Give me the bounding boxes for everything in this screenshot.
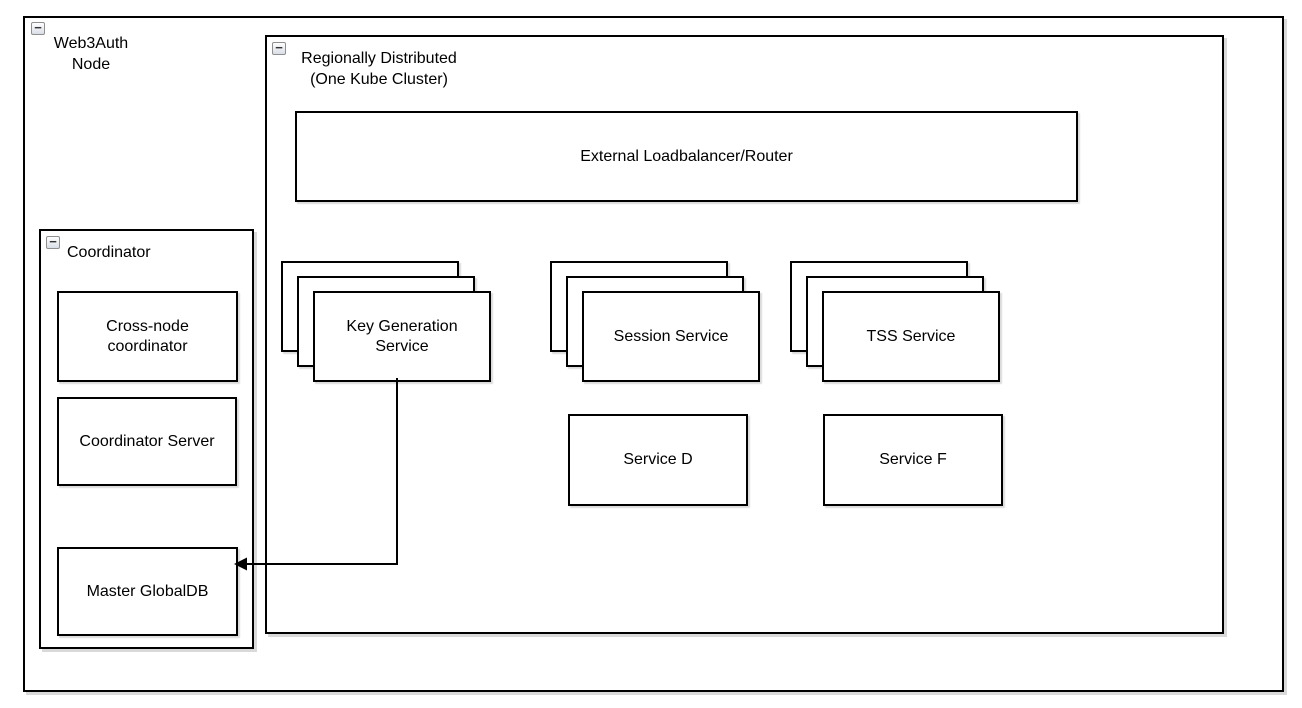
arrowhead-icon xyxy=(234,557,247,571)
container-regionally-distributed[interactable]: − Regionally Distributed (One Kube Clust… xyxy=(265,35,1224,634)
container-label-region: Regionally Distributed (One Kube Cluster… xyxy=(301,50,457,88)
node-master-globaldb[interactable]: Master GlobalDB xyxy=(57,547,238,636)
node-label: Master GlobalDB xyxy=(86,582,209,600)
container-label-coordinator: Coordinator xyxy=(67,244,151,261)
keygen-to-masterdb-arrow[interactable] xyxy=(225,372,405,572)
node-label: Service F xyxy=(879,451,947,468)
node-service-f[interactable]: Service F xyxy=(823,414,1003,506)
node-cross-node-coordinator[interactable]: Cross-node coordinator xyxy=(57,291,238,382)
node-tss-service-stack[interactable]: TSS Service xyxy=(790,261,1000,382)
node-label: Session Service xyxy=(613,327,729,345)
collapse-minus-icon[interactable]: − xyxy=(46,235,60,249)
node-label: Service D xyxy=(623,451,693,468)
container-coordinator[interactable]: − Coordinator Cross-node coordinator Coo… xyxy=(39,229,254,649)
edge-path xyxy=(245,378,398,565)
node-label: Key Generation Service xyxy=(346,317,458,355)
node-label: Cross-node coordinator xyxy=(106,317,189,355)
node-coordinator-server[interactable]: Coordinator Server xyxy=(57,397,237,486)
node-service-d[interactable]: Service D xyxy=(568,414,748,506)
stack-layer-front: Key Generation Service xyxy=(313,291,491,382)
collapse-minus-icon[interactable]: − xyxy=(31,21,45,35)
stack-layer-front: Session Service xyxy=(582,291,760,382)
collapse-minus-icon[interactable]: − xyxy=(272,41,286,55)
node-external-loadbalancer[interactable]: External Loadbalancer/Router xyxy=(295,111,1078,202)
container-label-web3auth: Web3Auth Node xyxy=(53,35,129,73)
node-key-generation-service-stack[interactable]: Key Generation Service xyxy=(281,261,491,382)
stack-layer-front: TSS Service xyxy=(822,291,1000,382)
container-web3auth-node[interactable]: − Web3Auth Node − Coordinator Cross-node… xyxy=(23,16,1284,692)
node-label: Coordinator Server xyxy=(79,432,215,450)
node-label: TSS Service xyxy=(866,327,956,345)
node-session-service-stack[interactable]: Session Service xyxy=(550,261,760,382)
node-label: External Loadbalancer/Router xyxy=(580,147,793,165)
